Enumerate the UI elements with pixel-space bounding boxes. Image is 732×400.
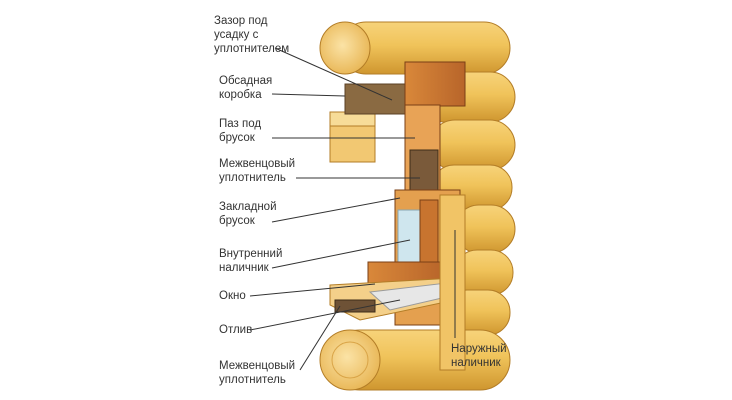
log-1-end <box>319 21 371 75</box>
label-groove-1: Паз под <box>219 118 261 130</box>
watermark: Как правильно Сделать <box>527 341 691 385</box>
label-outer-trim-2: наличник <box>451 357 502 369</box>
interlog-seal-top <box>409 149 439 193</box>
label-outer-trim-1: Наружный <box>451 343 507 355</box>
label-seal-bottom-2: уплотнитель <box>219 374 286 386</box>
leader-lines <box>249 47 456 371</box>
interlog-seal-bottom <box>334 299 376 313</box>
label-gap-2: усадку с <box>214 29 259 41</box>
leader-window <box>249 283 376 297</box>
label-bar-2: брусок <box>219 215 256 227</box>
label-casing-1: Обсадная <box>219 75 272 87</box>
leader-seal-bottom <box>299 305 341 371</box>
label-gap-3: уплотнителем <box>214 43 289 55</box>
leader-gap <box>274 47 393 101</box>
label-inner-trim-1: Внутренний <box>219 248 282 260</box>
label-casing-2: коробка <box>219 89 262 101</box>
label-inner-trim-2: наличник <box>219 262 270 274</box>
outer-trim <box>439 194 466 371</box>
log-3 <box>429 119 516 171</box>
label-bar-1: Закладной <box>219 201 277 213</box>
watermark-line2: Сделать <box>582 369 642 385</box>
label-gap-1: Зазор под <box>214 15 268 27</box>
log-8-end <box>319 329 381 391</box>
leader-inner-trim <box>271 239 411 269</box>
leader-sill <box>249 299 401 331</box>
house-logo-icon <box>527 341 569 381</box>
leader-bar <box>271 197 401 223</box>
labels: Зазор под усадку с уплотнителем Обсадная… <box>214 15 507 386</box>
label-sill: Отлив <box>219 324 252 336</box>
label-seal-top-2: уплотнитель <box>219 172 286 184</box>
label-window: Окно <box>219 290 246 302</box>
upper-logs <box>319 21 516 211</box>
casing-top <box>404 61 466 107</box>
log-8-ring <box>331 341 369 379</box>
leader-casing <box>271 93 346 97</box>
casing-frame <box>329 61 466 371</box>
label-seal-bottom-1: Межвенцовый <box>219 360 295 372</box>
watermark-line1: Как правильно <box>575 345 691 364</box>
label-seal-top-1: Межвенцовый <box>219 158 295 170</box>
label-groove-2: брусок <box>219 132 256 144</box>
